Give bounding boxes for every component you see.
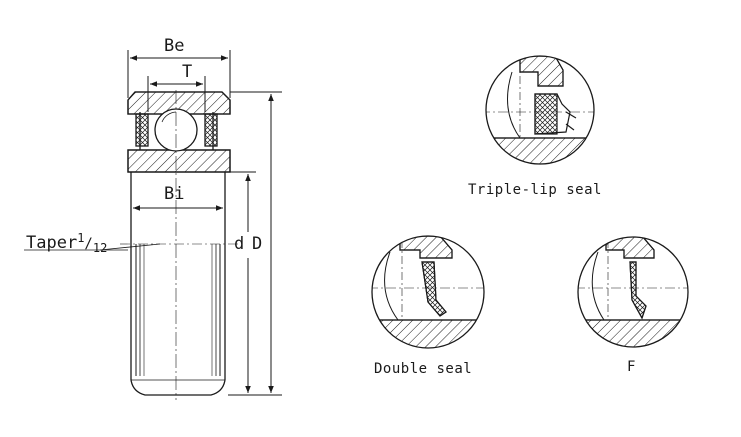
double-seal-caption: Double seal (374, 361, 473, 377)
dimension-lines (24, 50, 282, 396)
t-label: T (182, 62, 193, 82)
f-caption: F (627, 359, 636, 375)
taper-denominator: 12 (92, 241, 108, 255)
bearing-section (120, 90, 240, 400)
be-label: Be (164, 36, 185, 56)
triple-lip-detail (485, 55, 595, 165)
taper-numerator: 1 (77, 231, 85, 245)
taper-label: Taper1/12 (26, 231, 108, 255)
taper-word: Taper (26, 233, 78, 253)
bore-d-label: d (234, 234, 245, 254)
double-seal-detail (371, 235, 485, 349)
triple-lip-caption: Triple-lip seal (468, 182, 602, 198)
f-seal-detail (577, 236, 689, 348)
outer-d-label: D (252, 234, 263, 254)
bi-label: Bi (164, 184, 185, 204)
